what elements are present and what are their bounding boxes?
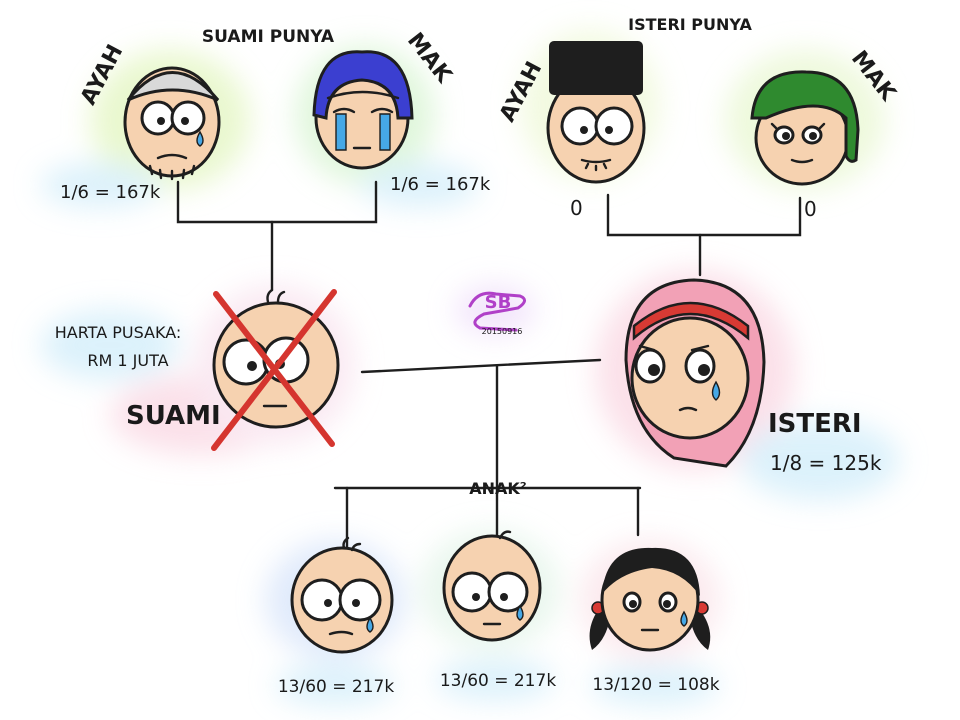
blue-hijab xyxy=(312,50,414,120)
tear-icon xyxy=(196,130,204,147)
kopiah-cap xyxy=(126,71,220,102)
husband-mother-share: 1/6 = 167k xyxy=(390,174,491,195)
wife-mother xyxy=(750,70,860,186)
signature-date: 20150916 xyxy=(482,327,523,336)
husband-side-heading-text: SUAMI PUNYA xyxy=(202,27,335,47)
signature-mark xyxy=(468,291,526,332)
wife-figure xyxy=(624,278,766,468)
wife-father xyxy=(546,41,646,184)
signature-initials: SB xyxy=(485,292,512,313)
husband-father xyxy=(123,66,221,181)
signature: SB 20150916 xyxy=(468,291,526,336)
tear-stream-left xyxy=(335,113,347,151)
wife-mother-share: 0 xyxy=(804,197,817,221)
child-2 xyxy=(442,530,542,642)
husband-side-heading: SUAMI PUNYA xyxy=(202,27,335,47)
estate-label: HARTA PUSAKA: xyxy=(55,323,182,342)
husband-figure xyxy=(211,288,340,451)
tear-stream-right xyxy=(379,113,391,151)
wife-share: 1/8 = 125k xyxy=(770,451,882,475)
wife-label: ISTERI xyxy=(768,409,862,439)
child-1 xyxy=(290,536,394,654)
child-3 xyxy=(589,547,711,652)
red-headband xyxy=(632,301,750,341)
tear-icon xyxy=(711,380,721,401)
x-mark-icon xyxy=(211,289,337,451)
child-1-share: 13/60 = 217k xyxy=(278,677,394,697)
tear-icon xyxy=(366,616,374,633)
husband-mother xyxy=(312,50,414,170)
estate-amount: RM 1 JUTA xyxy=(87,351,168,370)
songkok-hat xyxy=(549,41,643,95)
tear-icon xyxy=(680,610,688,627)
husband-father-share: 1/6 = 167k xyxy=(60,182,161,203)
child-2-share: 13/60 = 217k xyxy=(440,671,556,691)
wife-side-heading-text: ISTERI PUNYA xyxy=(628,15,752,34)
husband-label: SUAMI xyxy=(126,401,221,431)
wife-father-share: 0 xyxy=(570,196,583,220)
black-hair xyxy=(602,547,700,596)
children-heading: ANAK² xyxy=(469,479,527,498)
child-3-share: 13/120 = 108k xyxy=(592,675,719,695)
tear-icon xyxy=(516,604,524,621)
green-hijab xyxy=(750,70,860,163)
